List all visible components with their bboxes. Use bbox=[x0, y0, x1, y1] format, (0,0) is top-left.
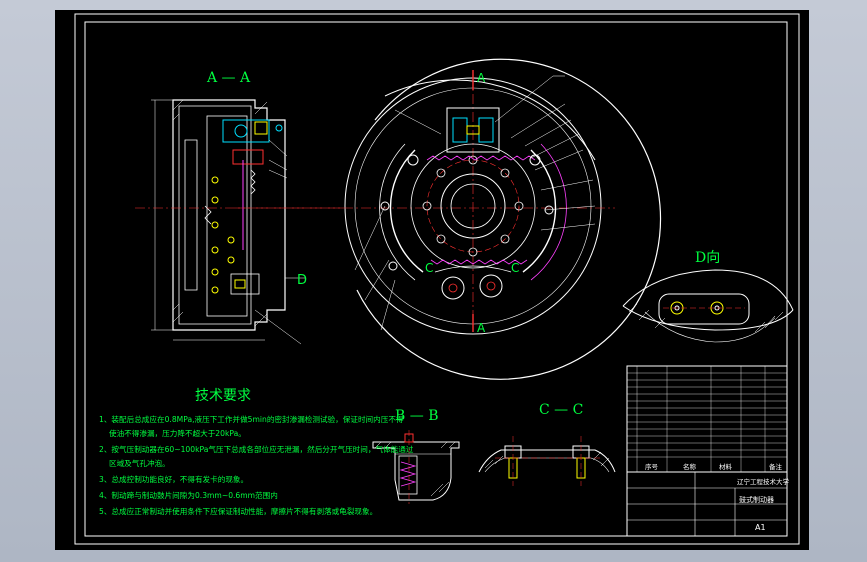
c-marker-left: C bbox=[425, 261, 433, 275]
d-view-title: D向 bbox=[695, 250, 720, 266]
requirement-line: 使油不得渗漏，压力降不超大于20kPa。 bbox=[109, 428, 246, 438]
col-note: 备注 bbox=[769, 462, 783, 471]
front-view: A A C C bbox=[235, 58, 662, 380]
requirement-line: 5、总成应正常制动并使用条件下应保证制动性能，摩擦片不得有剥落或龟裂现象。 bbox=[99, 506, 377, 516]
d-view: D向 bbox=[622, 250, 794, 343]
drawing-sheet: A — A bbox=[74, 13, 800, 545]
requirement-line: 1、装配后总成应在0.8MPa,液压下工作并做5min的密封渗漏检测试验，保证时… bbox=[99, 414, 404, 424]
cad-viewport[interactable]: A — A bbox=[55, 10, 809, 550]
requirements-title: 技术要求 bbox=[195, 388, 251, 404]
col-seq: 序号 bbox=[645, 462, 659, 471]
section-aa-view: A — A bbox=[135, 70, 345, 345]
a-marker-bottom: A bbox=[477, 321, 486, 335]
col-name: 名称 bbox=[683, 462, 697, 471]
c-marker-right: C bbox=[511, 261, 519, 275]
school-name: 辽宁工程技术大学 bbox=[737, 477, 790, 486]
part-name: 鼓式制动器 bbox=[739, 495, 774, 504]
d-view-marker: D bbox=[297, 273, 307, 288]
section-cc-view: C — C bbox=[478, 402, 616, 486]
requirement-line: 4、制动蹄与制动鼓片间隙为0.3mm~0.6mm范围内 bbox=[99, 490, 278, 500]
outer-frame bbox=[74, 13, 800, 545]
section-cc-title: C — C bbox=[539, 402, 583, 418]
technical-requirements: 技术要求 1、装配后总成应在0.8MPa,液压下工作并做5min的密封渗漏检测试… bbox=[99, 388, 414, 516]
section-aa-title: A — A bbox=[206, 70, 251, 86]
a-marker-top: A bbox=[477, 71, 486, 85]
section-bb-view: B — B bbox=[372, 408, 460, 504]
requirement-line: 3、总成控制功能良好，不得有发卡的现象。 bbox=[99, 474, 248, 484]
requirement-line: 2、按气压制动器在60~100kPa气压下总成各部位应无泄漏，然后分开气压时间，… bbox=[99, 444, 414, 454]
title-block: 序号 名称 材料 备注 辽宁工程技术大学 鼓式制动器 A1 bbox=[626, 365, 790, 537]
sheet-size: A1 bbox=[755, 523, 766, 532]
inner-border bbox=[84, 21, 788, 537]
col-material: 材料 bbox=[719, 462, 733, 471]
section-bb-title: B — B bbox=[395, 408, 438, 424]
requirement-line: 区域及气孔冲泡。 bbox=[109, 458, 170, 468]
